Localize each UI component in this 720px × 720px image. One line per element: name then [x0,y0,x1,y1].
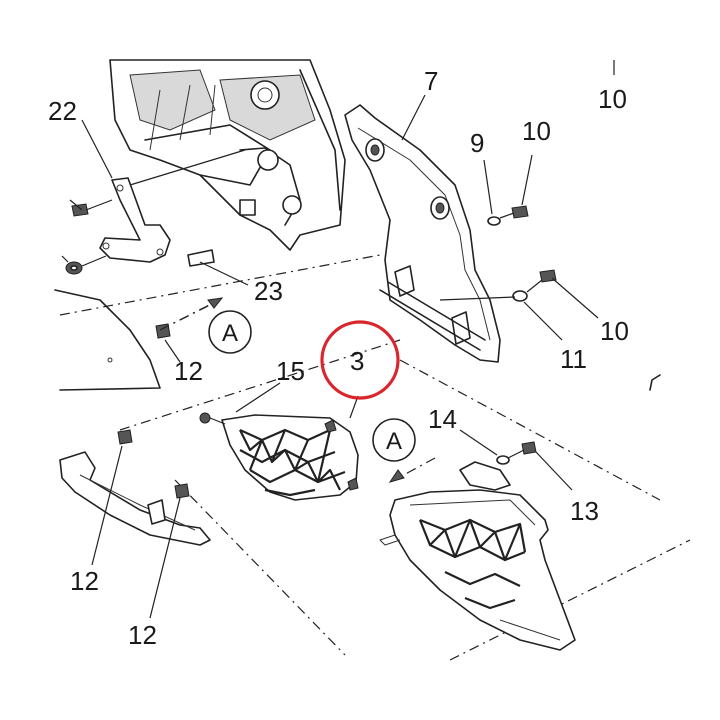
fastener-axis-11 [439,296,516,301]
callout-23: 23 [254,276,283,306]
clip-12-upper [155,323,171,339]
callout-13: 13 [570,496,599,526]
trim-tab [147,499,166,525]
bolt-10-upper [499,205,529,219]
pad-23 [187,249,215,267]
washer-9 [487,216,501,226]
clip-12-left [117,429,133,445]
bracket-22 [99,149,246,263]
screw-22-upper [69,199,113,217]
side-panel-7 [344,104,501,363]
callout-15: 15 [276,356,305,386]
washer-14 [496,455,510,465]
callout-11: 11 [560,344,587,374]
callout-3: 3 [350,346,364,376]
view-arrow-upper [159,297,224,331]
callout-10-b: 10 [600,316,629,346]
bolt-10-lower [526,269,557,293]
clip-3-right [324,419,359,491]
edge-fragment-right [649,374,661,391]
nut-22-lower [61,255,107,275]
callout-leaders [81,60,615,619]
view-marker-ring-upper [208,310,252,354]
frame-bracket-14 [459,461,511,491]
callout-10-top: 10 [598,84,627,114]
callout-10-a: 10 [522,116,551,146]
callout-12-a: 12 [174,356,203,386]
callout-7: 7 [424,66,438,96]
callout-9: 9 [470,128,484,158]
callout-12-b: 12 [70,566,99,596]
grille-3 [221,414,359,501]
grille-frame-right [379,489,576,651]
fairing-edge-upper-left [54,289,161,391]
highlight-ring [320,320,400,400]
clip-12-lower [174,483,190,499]
washer-11 [512,290,528,302]
screw-15 [199,412,226,425]
bolt-13 [507,441,537,459]
callout-22: 22 [48,96,77,126]
view-marker-ring-lower [372,418,416,462]
lower-left-trim [59,451,211,546]
view-marker-a-upper: A [222,320,238,347]
view-marker-a-lower: A [386,428,402,455]
view-arrow-lower [388,457,436,483]
callout-14: 14 [428,404,457,434]
assembly-axis-lines [59,254,691,661]
callout-12-c: 12 [128,620,157,650]
